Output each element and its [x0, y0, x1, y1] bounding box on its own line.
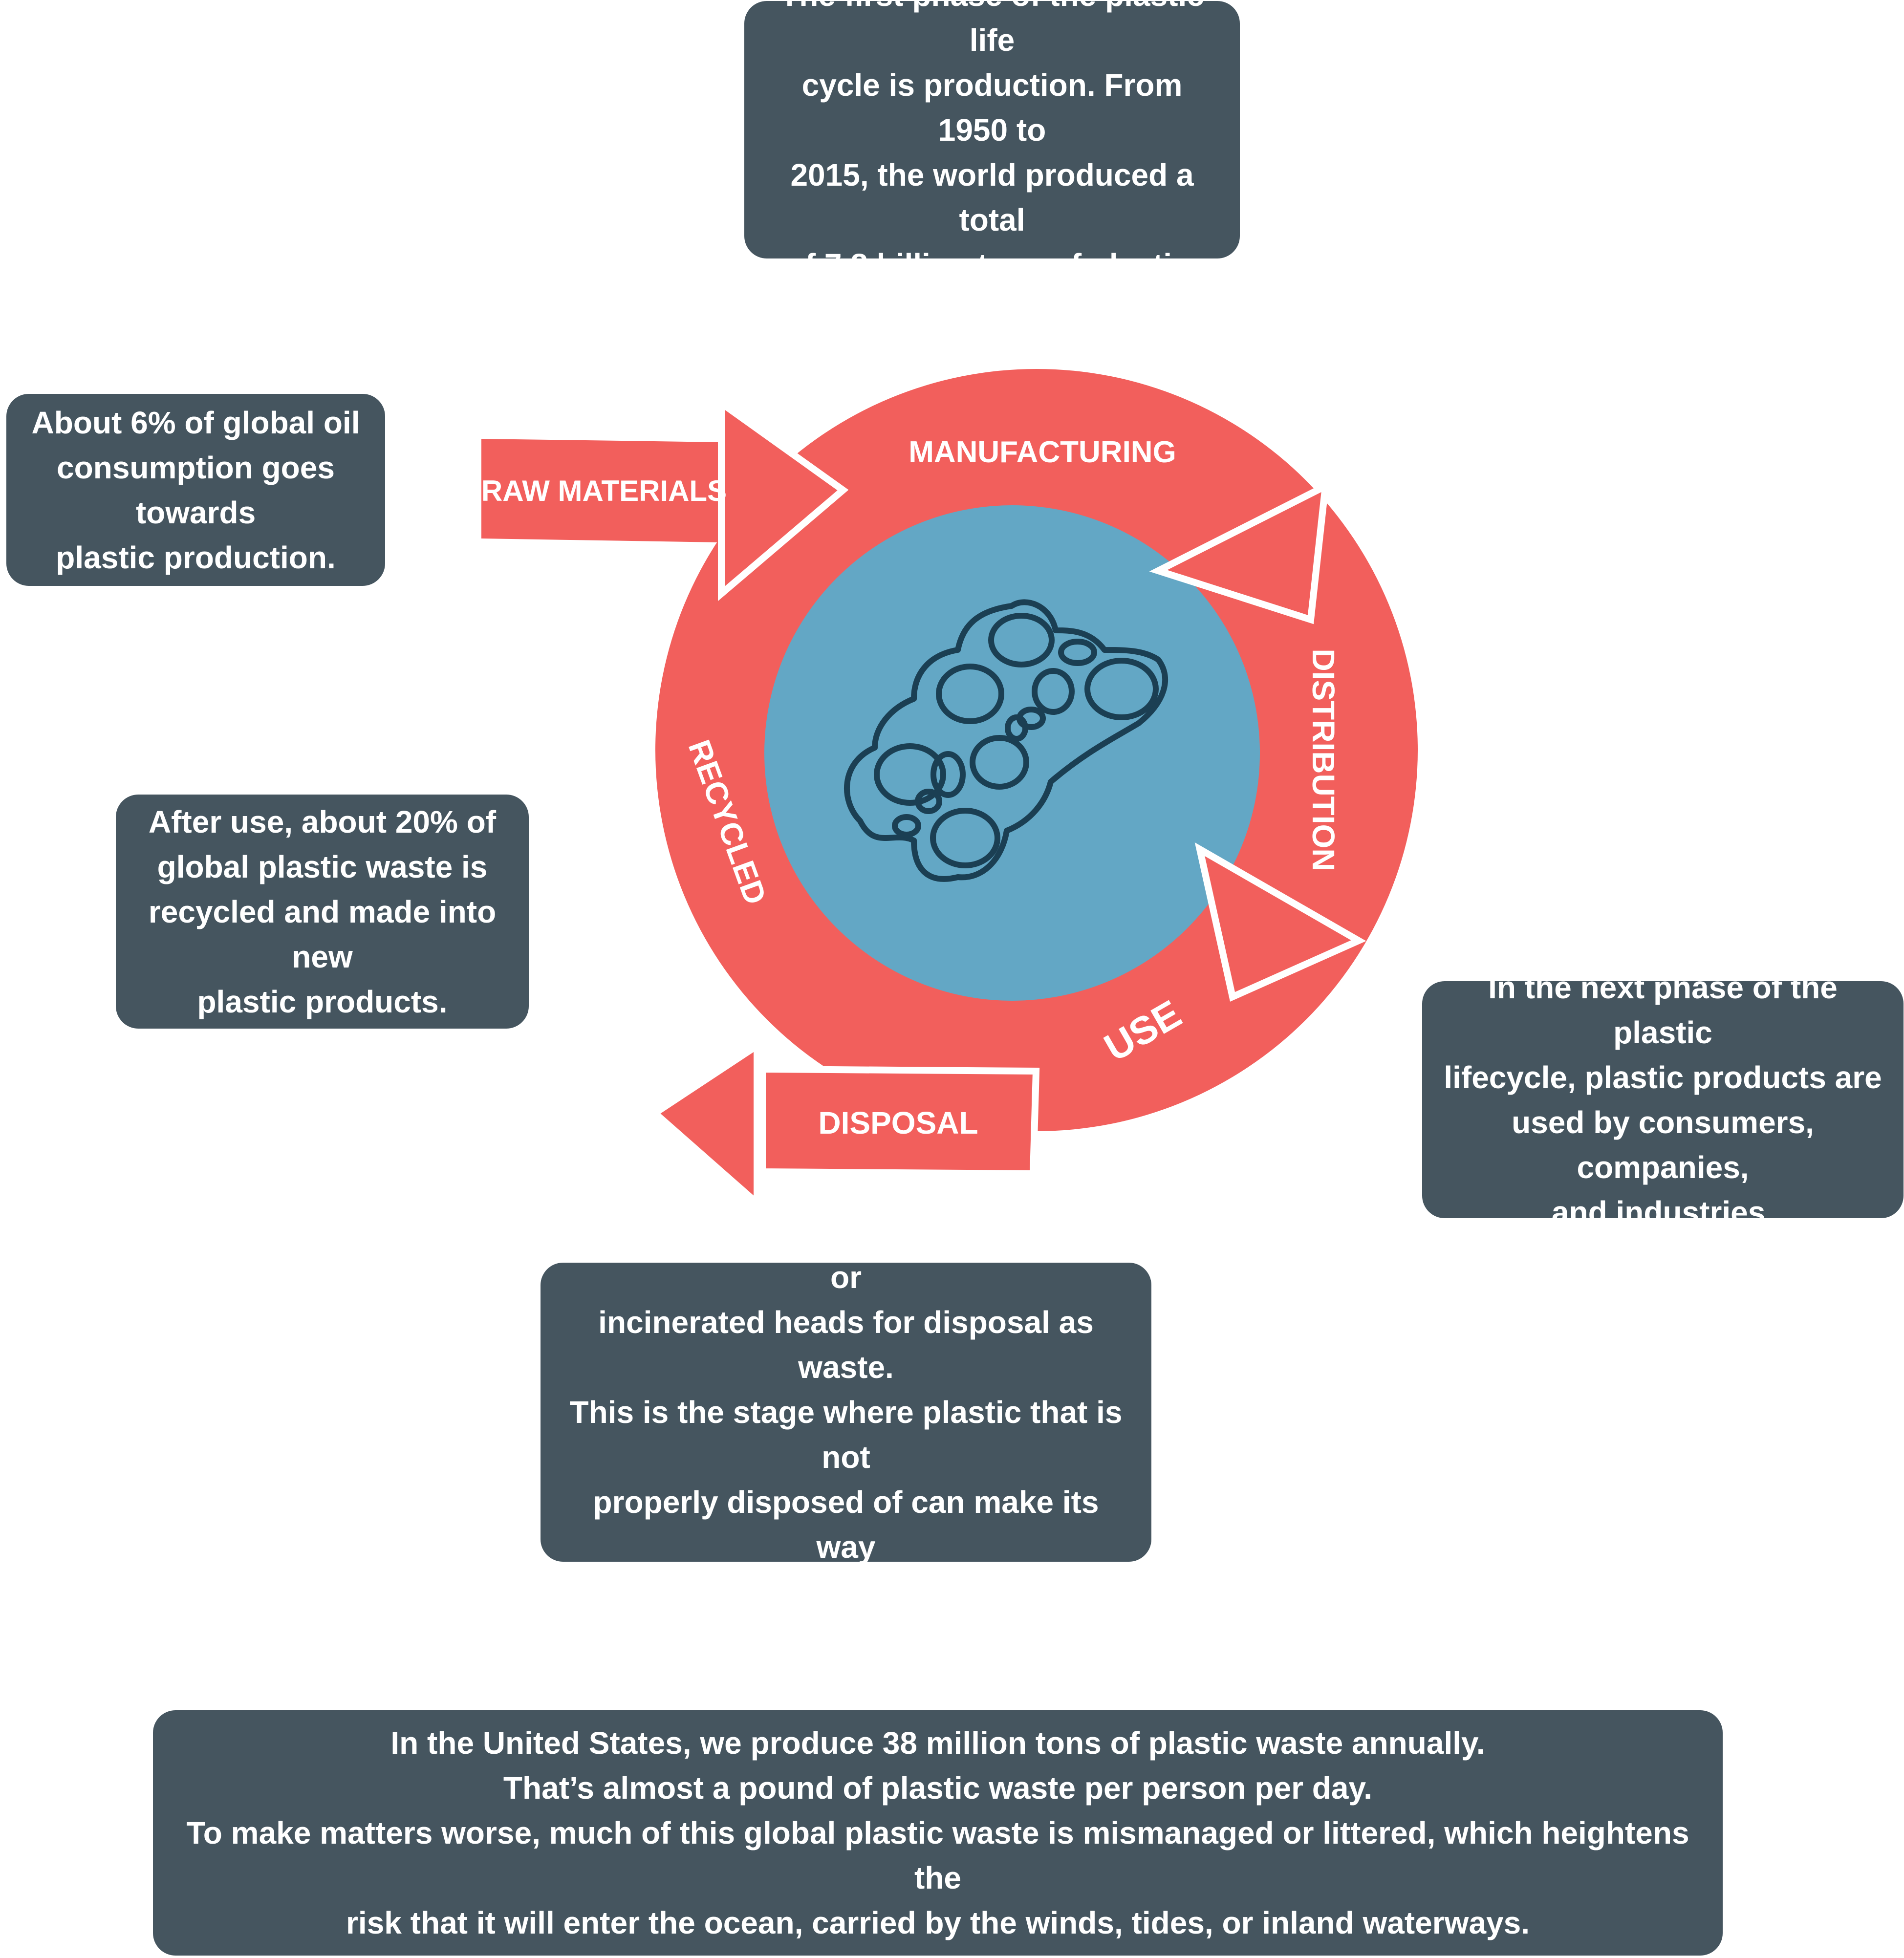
stage-label-distribution: DISTRIBUTION [1306, 648, 1341, 871]
recycled-info-text: After use, about 20% of global plastic w… [148, 804, 497, 1019]
production-info-box: The first phase of the plastic life cycl… [744, 0, 1240, 282]
stage-label-raw-materials: RAW MATERIALS [481, 474, 727, 507]
use-info-text: In the next phase of the plastic lifecyc… [1444, 969, 1882, 1230]
united-states-info-box: In the United States, we produce 38 mill… [153, 1710, 1723, 1956]
use-arrowhead [1194, 842, 1366, 1002]
production-info-text: The first phase of the plastic life cycl… [780, 0, 1204, 282]
united-states-info-text: In the United States, we produce 38 mill… [186, 1725, 1689, 1940]
six-pack-rings-icon [844, 599, 1168, 882]
raw-materials-info-box: About 6% of global oil consumption goes … [6, 394, 385, 586]
raw-materials-info-text: About 6% of global oil consumption goes … [31, 405, 360, 575]
distribution-arrowhead [1149, 480, 1330, 624]
raw-materials-arrow [481, 396, 849, 602]
disposal-info-box: The 55% of plastic that is not recycled … [541, 1215, 1151, 1610]
center-disc [764, 505, 1260, 1001]
disposal-arrow [649, 1039, 1040, 1211]
stage-label-manufacturing: MANUFACTURING [909, 435, 1176, 469]
use-info-box: In the next phase of the plastic lifecyc… [1422, 970, 1904, 1230]
disposal-info-text: The 55% of plastic that is not recycled … [563, 1215, 1129, 1610]
stage-label-disposal: DISPOSAL [818, 1105, 978, 1140]
recycled-info-box: After use, about 20% of global plastic w… [116, 795, 529, 1029]
